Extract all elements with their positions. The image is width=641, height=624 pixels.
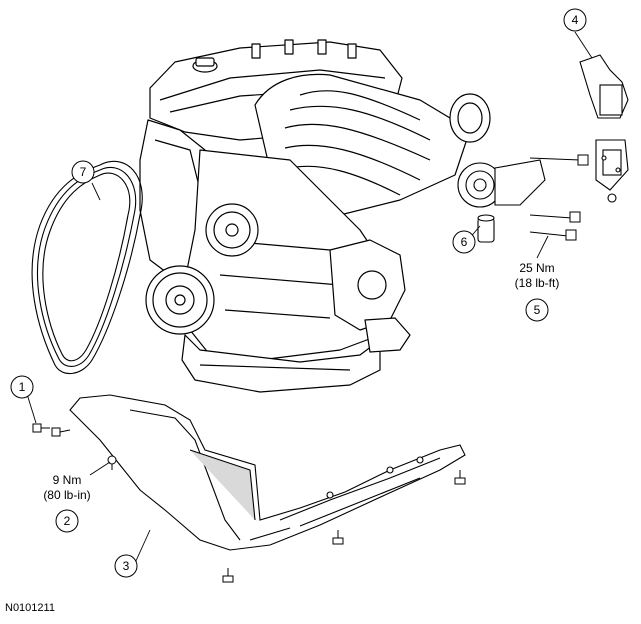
svg-text:3: 3: [123, 559, 130, 573]
belt-tensioner: [457, 159, 546, 243]
svg-text:2: 2: [64, 514, 71, 528]
callout-7: 7: [71, 160, 95, 184]
splash-shield: [69, 394, 466, 551]
svg-text:(80 lb-in): (80 lb-in): [43, 488, 90, 502]
leader-lines: [26, 31, 593, 564]
torque-spec-5: 25 Nm (18 lb-ft): [515, 261, 560, 290]
svg-text:7: 7: [80, 165, 87, 179]
callout-4: 4: [563, 8, 587, 32]
figure-id: N0101211: [5, 602, 55, 614]
callout-3: 3: [114, 554, 138, 578]
svg-text:5: 5: [534, 303, 541, 317]
drive-belt: [31, 160, 143, 374]
callout-6: 6: [452, 230, 476, 254]
engine-assembly: [139, 39, 491, 393]
svg-text:(18 lb-ft): (18 lb-ft): [515, 276, 560, 290]
callout-5: 5: [525, 298, 549, 322]
svg-text:6: 6: [461, 235, 468, 249]
svg-text:9 Nm: 9 Nm: [53, 473, 82, 487]
torque-spec-2: 9 Nm (80 lb-in): [43, 473, 90, 502]
svg-text:1: 1: [19, 380, 26, 394]
callout-2: 2: [55, 509, 79, 533]
callout-1: 1: [10, 375, 34, 399]
sensor-bracket: [579, 54, 629, 203]
svg-text:25 Nm: 25 Nm: [519, 261, 554, 275]
svg-text:4: 4: [572, 13, 579, 27]
tensioner-bolts: [529, 154, 589, 241]
